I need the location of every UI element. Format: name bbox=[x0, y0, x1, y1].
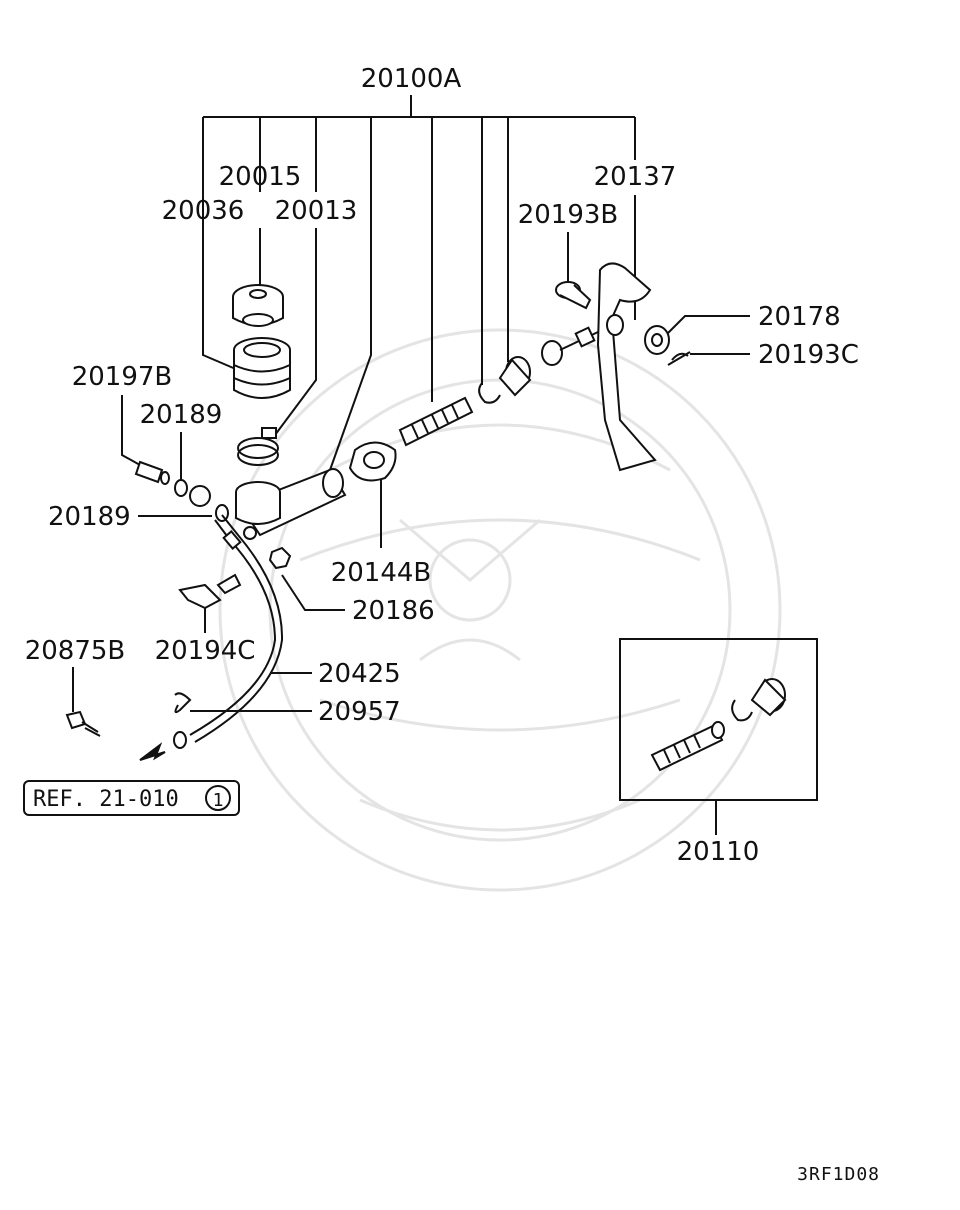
callout-20193C: 20193C bbox=[758, 340, 859, 370]
hose-end bbox=[173, 731, 187, 749]
e-clip bbox=[174, 692, 192, 714]
fitting bbox=[134, 460, 170, 485]
leader-lines bbox=[72, 95, 750, 835]
clutch-hose bbox=[189, 514, 284, 743]
cotter-pin bbox=[667, 351, 691, 366]
reference-arrow-icon bbox=[139, 742, 166, 761]
master-cylinder bbox=[235, 468, 347, 540]
piston-cup bbox=[498, 356, 532, 397]
callout-20194C: 20194C bbox=[155, 636, 256, 666]
callout-20137: 20137 bbox=[594, 162, 677, 192]
reference-circled-number: 1 bbox=[213, 790, 224, 811]
gasket bbox=[348, 441, 397, 482]
callout-20957: 20957 bbox=[318, 697, 401, 727]
union-bolt bbox=[189, 485, 229, 522]
callout-20193B: 20193B bbox=[518, 200, 619, 230]
callout-20875B: 20875B bbox=[25, 636, 126, 666]
callout-20144B: 20144B bbox=[331, 558, 432, 588]
bolt bbox=[65, 710, 101, 737]
clutch-pedal bbox=[596, 262, 657, 472]
callout-20197B: 20197B bbox=[72, 362, 173, 392]
reference-text: REF. 21-010 bbox=[33, 787, 179, 812]
callout-20036: 20036 bbox=[162, 196, 245, 226]
callout-20186: 20186 bbox=[352, 596, 435, 626]
hose-clamp bbox=[237, 427, 279, 466]
figure-code: 3RF1D08 bbox=[797, 1164, 880, 1185]
push-rod bbox=[541, 326, 599, 366]
reservoir-cap bbox=[232, 284, 284, 327]
boot bbox=[398, 396, 474, 447]
reservoir bbox=[233, 337, 291, 399]
callout-20100A: 20100A bbox=[361, 64, 462, 94]
clevis-pin bbox=[555, 281, 592, 310]
reference-box bbox=[23, 780, 240, 816]
nut bbox=[268, 546, 292, 570]
callout-20015: 20015 bbox=[219, 162, 302, 192]
callout-20110: 20110 bbox=[677, 837, 760, 867]
hose-clip bbox=[178, 573, 242, 610]
gasket-upper bbox=[174, 479, 188, 497]
snap-ring bbox=[478, 382, 501, 404]
callout-20189-upper: 20189 bbox=[140, 400, 223, 430]
callout-20178: 20178 bbox=[758, 302, 841, 332]
repair-kit-box bbox=[619, 638, 818, 801]
callout-20425: 20425 bbox=[318, 659, 401, 689]
callout-20013: 20013 bbox=[275, 196, 358, 226]
watermark-emblem bbox=[218, 328, 782, 892]
bushing bbox=[644, 325, 670, 355]
callout-20189-left: 20189 bbox=[48, 502, 131, 532]
